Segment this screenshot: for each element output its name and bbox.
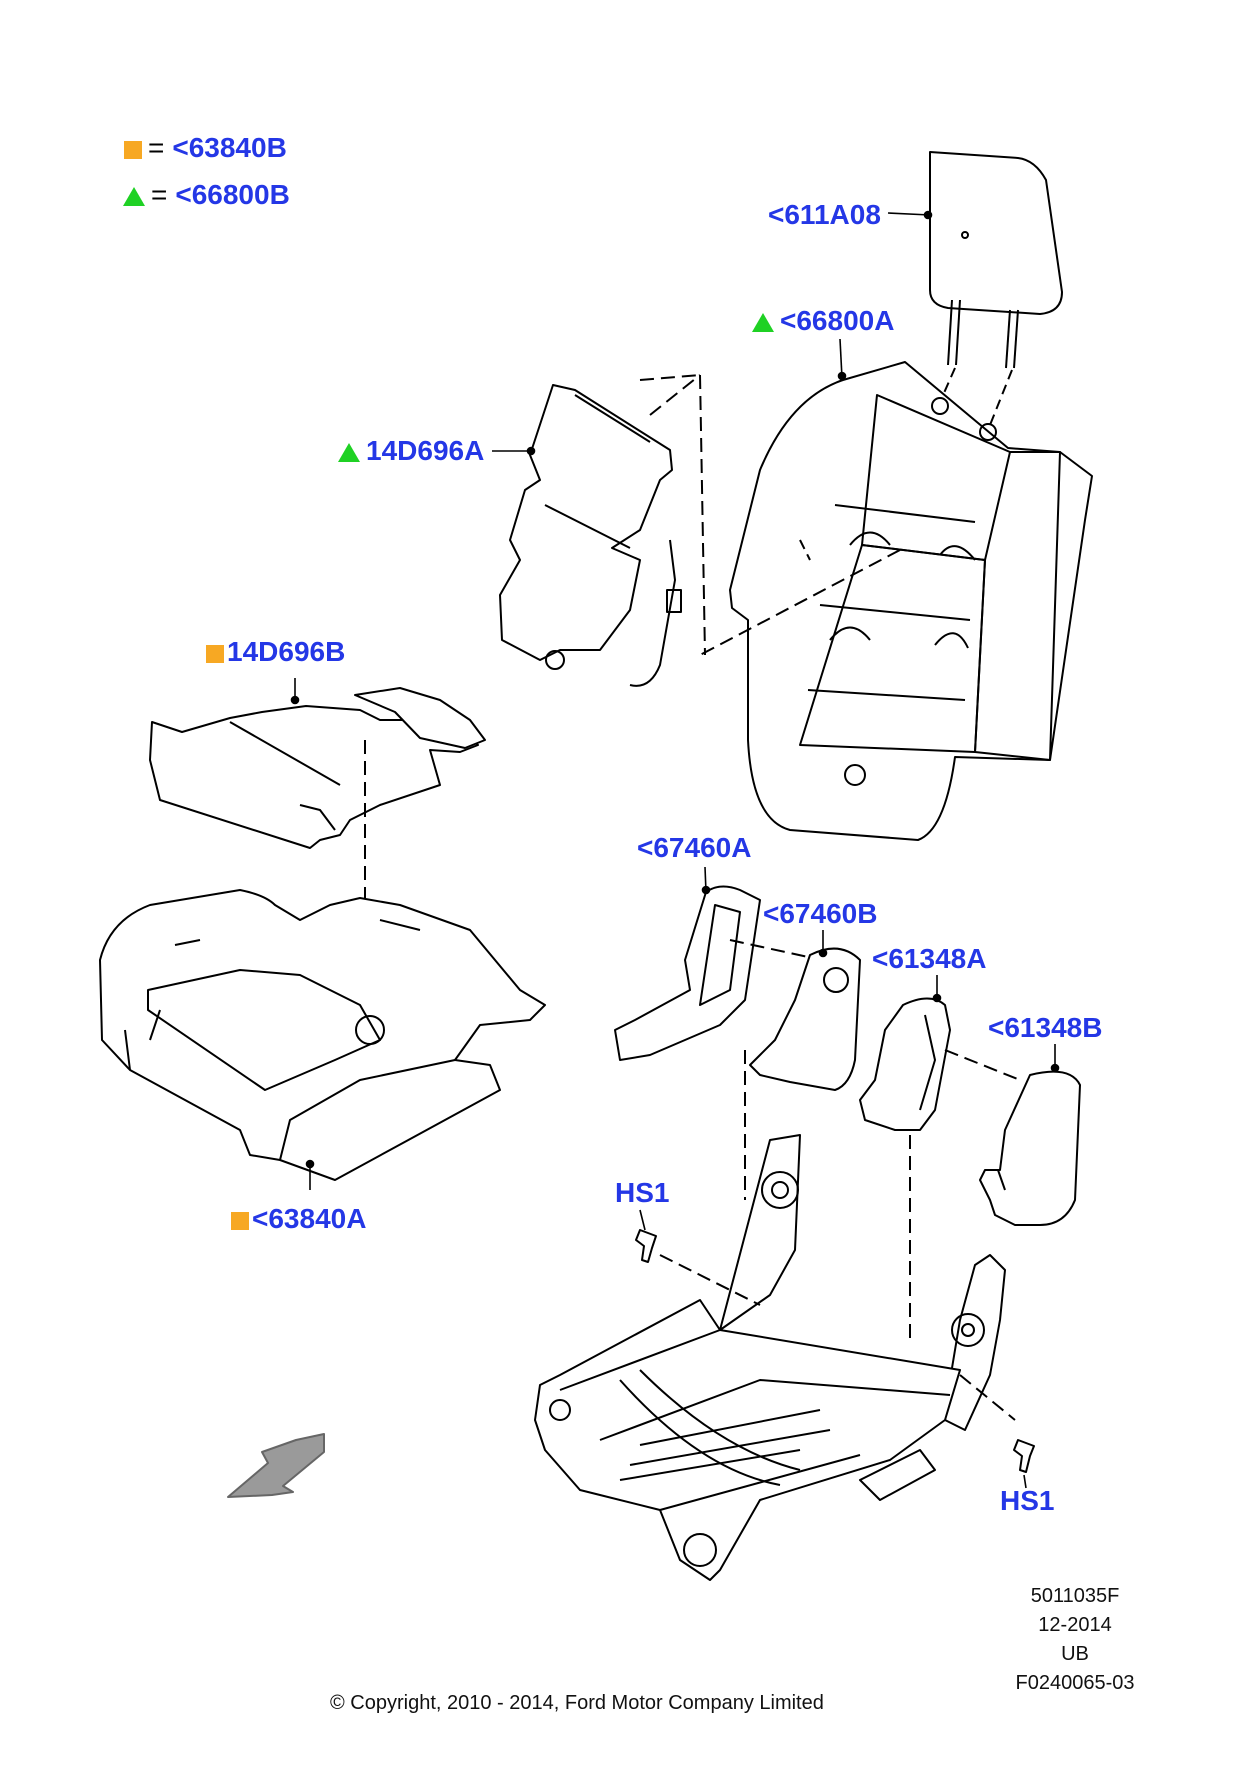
callout-back-heater: 14D696A xyxy=(338,437,484,465)
callout-backrest-pad: <66800A xyxy=(752,307,894,335)
cushion-pad-drawing xyxy=(99,889,546,1181)
bolt-right-drawing xyxy=(1013,1439,1035,1473)
headrest-drawing xyxy=(929,151,1063,426)
legend-triangle-part: <66800B xyxy=(175,179,290,210)
green-triangle-icon xyxy=(752,313,774,333)
callout-cushion-pad-text: <63840A xyxy=(252,1203,367,1234)
drawing-region: UB xyxy=(1061,1643,1089,1665)
leader-lines xyxy=(290,210,1060,1489)
orange-square-icon xyxy=(124,140,142,159)
callout-bolt-left: HS1 xyxy=(615,1177,670,1208)
bolt-left-drawing xyxy=(635,1229,657,1263)
copyright-notice: © Copyright, 2010 - 2014, Ford Motor Com… xyxy=(330,1692,824,1714)
back-heater-drawing xyxy=(499,374,706,687)
figure-id: F0240065-03 xyxy=(1015,1672,1135,1694)
callout-headrest: <611A08 xyxy=(768,199,881,230)
legend-square-row: =<63840B xyxy=(124,134,287,162)
callout-back-heater-text: 14D696A xyxy=(366,435,485,466)
cushion-heater-drawing xyxy=(149,687,486,990)
callout-cushion-heater-text: 14D696B xyxy=(227,636,346,667)
green-triangle-icon xyxy=(123,187,145,207)
trim-panel-a-drawing xyxy=(614,885,846,1061)
callout-cover-a: <61348A xyxy=(872,943,987,974)
callout-backrest-pad-text: <66800A xyxy=(780,305,895,336)
callout-trim-panel-a: <67460A xyxy=(637,832,752,863)
drawing-number: 5011035F xyxy=(1030,1585,1120,1607)
backrest-drawing xyxy=(699,361,1093,841)
legend-equals: = xyxy=(151,179,168,210)
direction-arrow xyxy=(227,1433,325,1498)
orange-square-icon xyxy=(206,644,224,663)
callout-cushion-pad: <63840A xyxy=(231,1205,366,1233)
cover-b-drawing xyxy=(979,1070,1081,1226)
callout-trim-panel-b: <67460B xyxy=(763,898,878,929)
orange-square-icon xyxy=(231,1211,249,1230)
legend-equals: = xyxy=(148,132,165,163)
legend-triangle-row: =<66800B xyxy=(123,181,290,209)
cover-a-drawing xyxy=(859,997,1021,1345)
drawing-info: 5011035F 12-2014 UB F0240065-03 xyxy=(1000,1582,1150,1698)
callout-bolt-right: HS1 xyxy=(1000,1485,1055,1516)
callout-cushion-heater: 14D696B xyxy=(206,638,345,666)
drawing-date: 12-2014 xyxy=(1038,1614,1112,1636)
green-triangle-icon xyxy=(338,443,360,463)
legend-square-part: <63840B xyxy=(172,132,287,163)
callout-cover-b: <61348B xyxy=(988,1012,1103,1043)
seat-frame-drawing xyxy=(534,1134,1016,1581)
trim-panel-b-drawing xyxy=(744,947,861,1200)
